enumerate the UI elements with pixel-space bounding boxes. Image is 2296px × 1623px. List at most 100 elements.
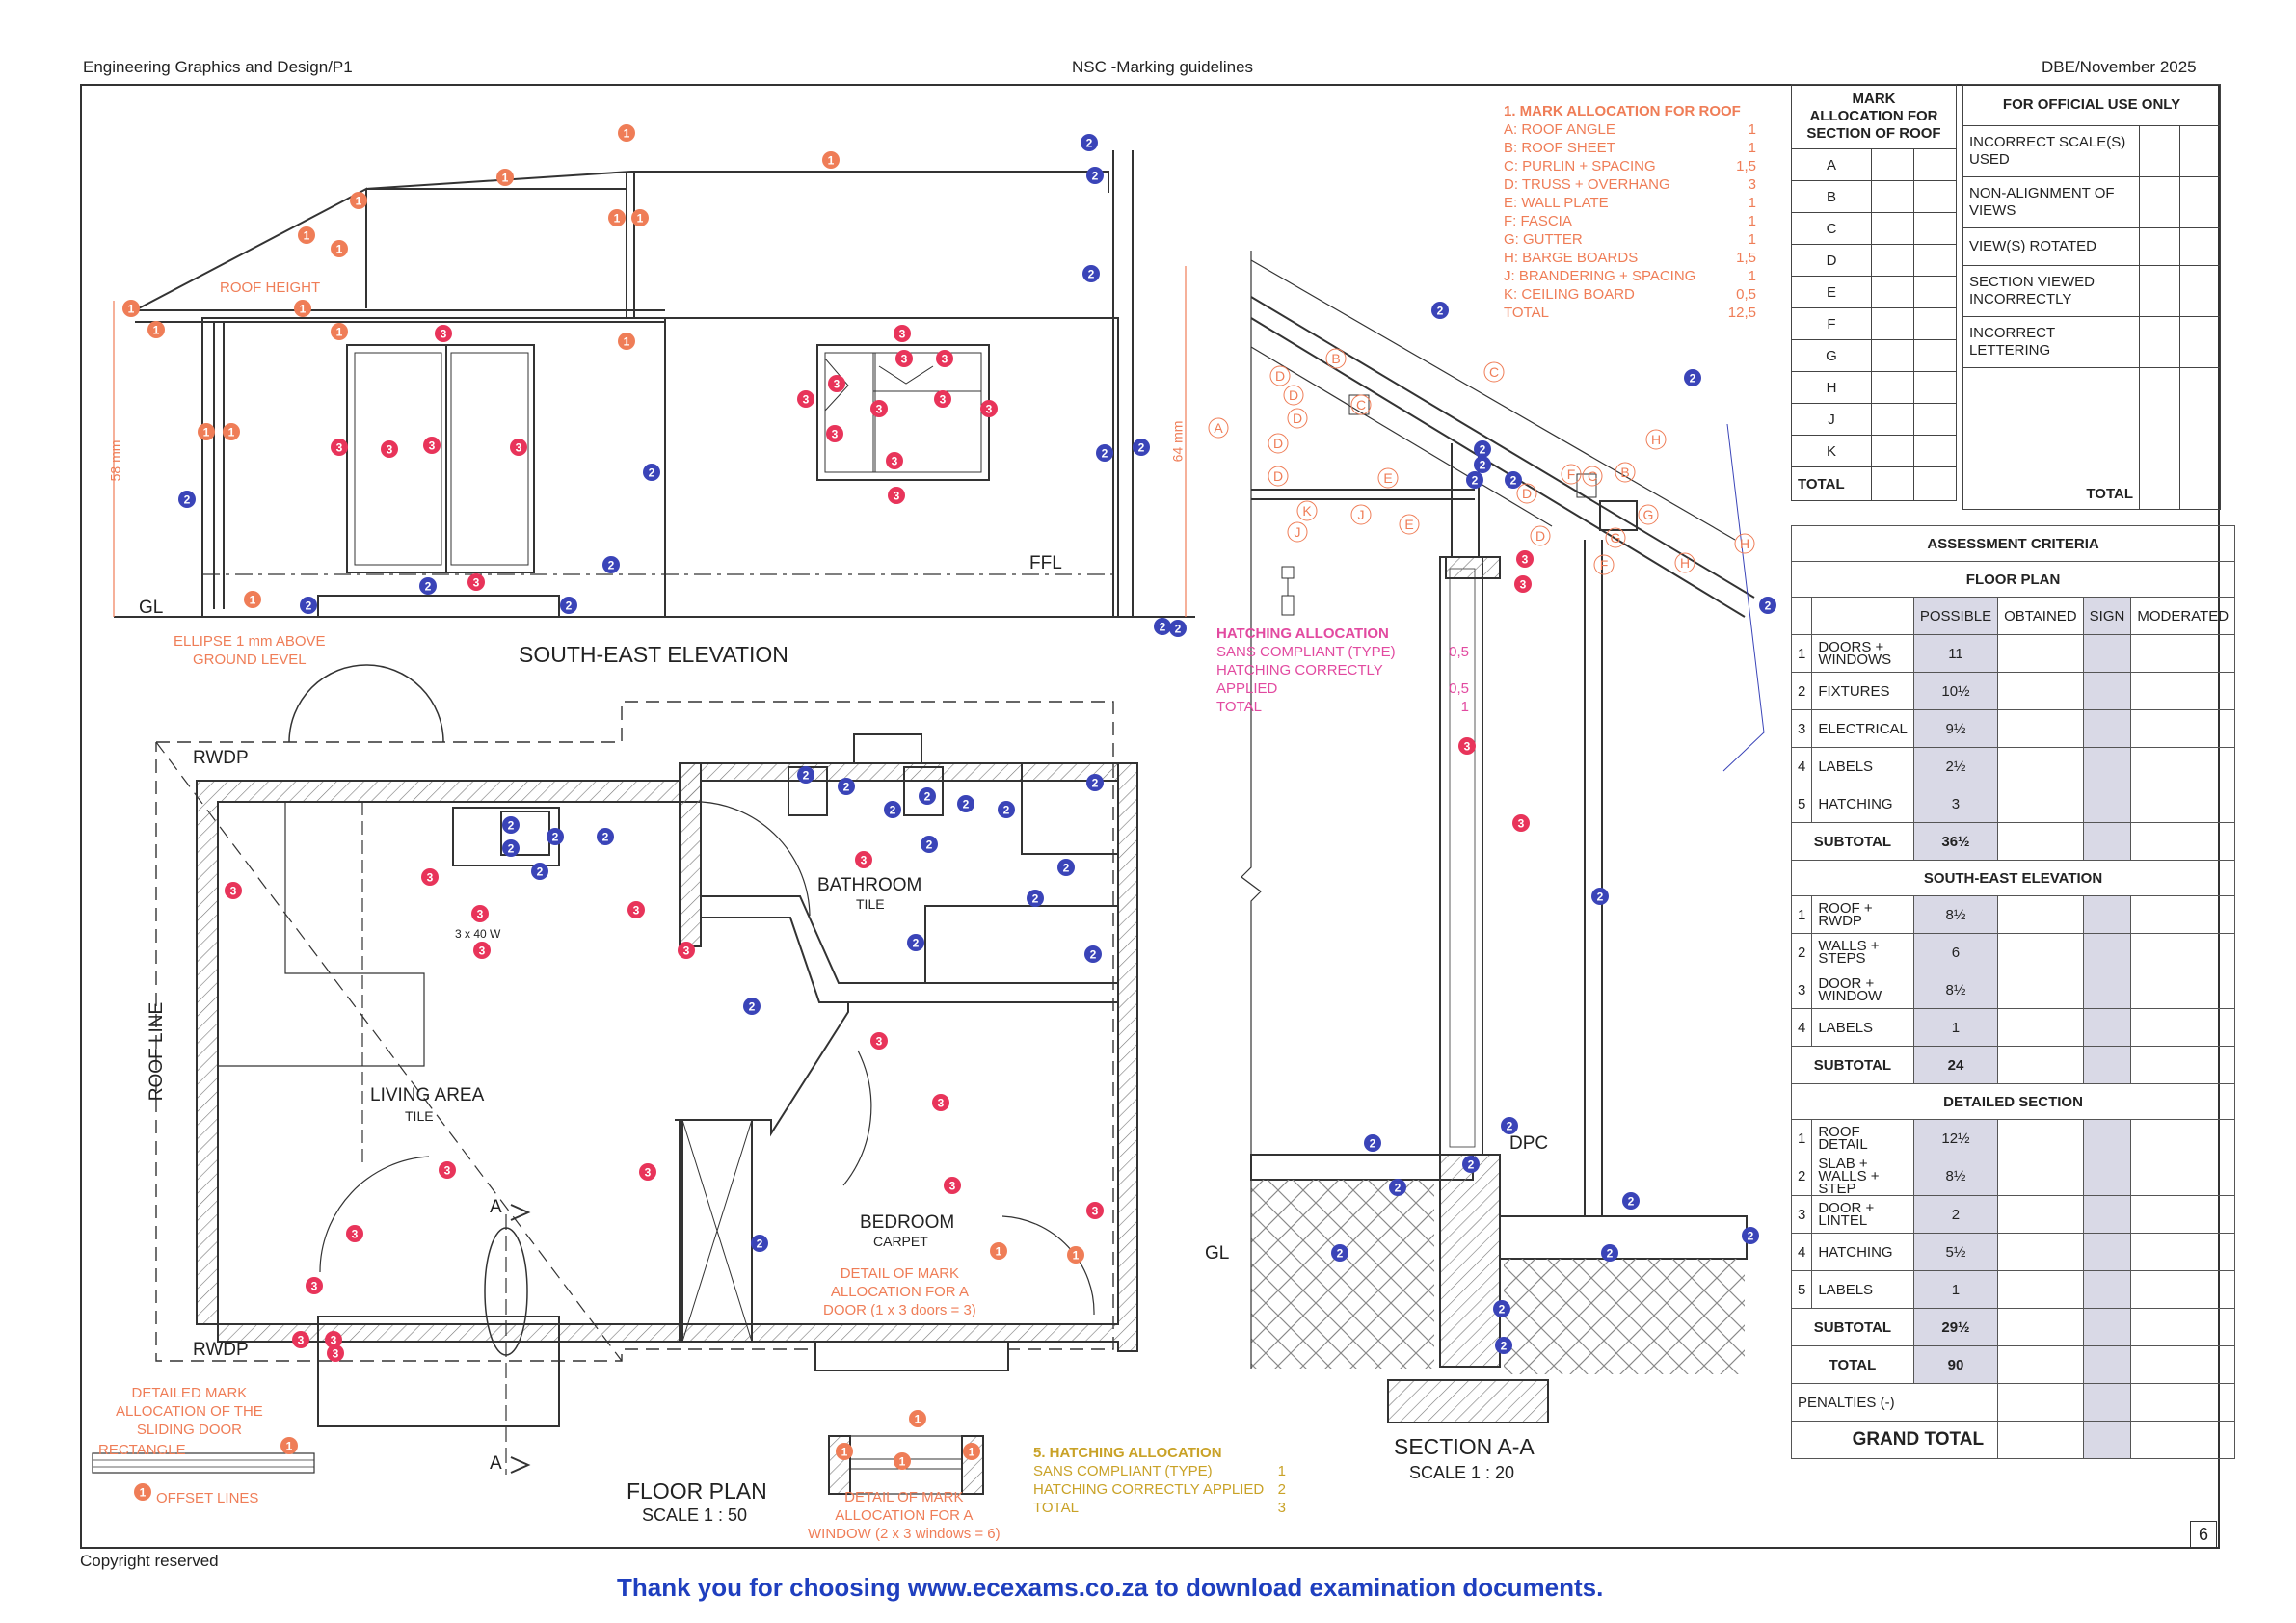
svg-text:H: H — [1680, 555, 1690, 571]
svg-text:2: 2 — [602, 831, 609, 844]
section-letter: E — [1399, 514, 1420, 535]
official-cell — [2139, 265, 2180, 317]
mark-circle: 2 — [1133, 439, 1150, 456]
criteria-possible: 2½ — [1912, 747, 1999, 785]
criteria-moderated — [2130, 895, 2236, 934]
mark-circle: 1 — [822, 151, 840, 169]
assessment-section-row: SOUTH-EAST ELEVATION — [1790, 860, 2236, 896]
svg-text:3: 3 — [861, 854, 868, 867]
official-cell — [2139, 227, 2180, 266]
floor-plan-title: FLOOR PLAN — [627, 1478, 767, 1503]
svg-text:1: 1 — [502, 172, 509, 185]
svg-text:2: 2 — [1160, 621, 1166, 634]
svg-text:2: 2 — [1063, 862, 1070, 875]
criteria-obtained — [1997, 933, 2084, 971]
grand-total-cell — [1997, 1421, 2084, 1459]
mark-circle: 2 — [921, 836, 938, 853]
criteria-obtained — [1997, 1008, 2084, 1047]
mark-circle: 1 — [280, 1437, 298, 1454]
criteria-obtained — [1997, 1270, 2084, 1309]
svg-text:3: 3 — [441, 328, 447, 341]
mark-circle: 2 — [1096, 444, 1113, 462]
mark-circle: 3 — [639, 1163, 656, 1181]
section-letter: D — [1530, 525, 1551, 546]
legend-label: TOTAL — [1504, 305, 1549, 321]
elevation-drawing — [113, 150, 1195, 618]
svg-text:1: 1 — [356, 195, 362, 208]
svg-text:D: D — [1273, 468, 1283, 484]
svg-text:2: 2 — [1501, 1340, 1508, 1353]
svg-text:2: 2 — [924, 790, 931, 804]
svg-text:J: J — [1358, 507, 1365, 522]
section-gl-label: GL — [1205, 1243, 1230, 1264]
mark-circle: 2 — [1154, 618, 1171, 635]
svg-text:3: 3 — [473, 576, 480, 590]
legend-label: F: FASCIA — [1504, 213, 1572, 229]
svg-text:3: 3 — [938, 1097, 945, 1110]
rectangle-label: RECTANGLE — [98, 1442, 186, 1458]
legend-value: 2 — [1277, 1481, 1286, 1498]
mark-circle: 3 — [932, 1094, 949, 1111]
criteria-number: 3 — [1790, 971, 1813, 1009]
legend-label: D: TRUSS + OVERHANG — [1504, 176, 1670, 193]
mark-circle: 2 — [884, 801, 901, 818]
svg-text:2: 2 — [537, 865, 544, 879]
subtotal-label: SUBTOTAL — [1791, 822, 1914, 861]
assessment-section-name: SOUTH-EAST ELEVATION — [1790, 860, 2236, 896]
mark-circle: 3 — [980, 400, 998, 417]
svg-text:3: 3 — [479, 945, 486, 958]
living-floor-label: TILE — [405, 1108, 434, 1124]
roof-table-cell — [1871, 212, 1914, 245]
mark-circle: 2 — [1684, 369, 1701, 386]
mark-circle: 2 — [1081, 134, 1098, 151]
bathroom-label: BATHROOM — [817, 875, 922, 895]
mark-circle: 3 — [1516, 550, 1534, 568]
criteria-number: 5 — [1790, 1270, 1813, 1309]
legend-value: 1 — [1748, 231, 1756, 248]
svg-text:H: H — [1740, 536, 1749, 551]
assessment-col-header: MODERATED — [2130, 597, 2236, 635]
criteria-moderated — [2130, 1233, 2236, 1271]
offset-lines-label: OFFSET LINES — [156, 1490, 259, 1506]
svg-text:3: 3 — [834, 378, 841, 391]
official-label: VIEW(S) ROTATED — [1962, 227, 2140, 266]
mark-circle: 2 — [1082, 265, 1100, 282]
svg-text:1: 1 — [969, 1446, 975, 1459]
section-scale: SCALE 1 : 20 — [1409, 1463, 1515, 1482]
svg-text:1: 1 — [203, 426, 210, 439]
subtotal-label: SUBTOTAL — [1791, 1046, 1914, 1084]
criteria-possible: 5½ — [1912, 1233, 1999, 1271]
subtotal-cell — [2130, 1308, 2236, 1346]
cut-a-bottom: A — [490, 1453, 502, 1474]
roof-table-cell — [1871, 276, 1914, 308]
mark-circle: 3 — [439, 1161, 456, 1179]
svg-text:2: 2 — [1480, 443, 1486, 457]
copyright: Copyright reserved — [80, 1552, 219, 1570]
svg-text:2: 2 — [552, 831, 559, 844]
mark-circle: 2 — [1169, 620, 1187, 637]
svg-text:2: 2 — [1337, 1247, 1344, 1261]
roof-table-cell — [1912, 466, 1958, 501]
section-letter: G — [1605, 527, 1626, 548]
mark-circle: 3 — [435, 325, 452, 342]
assessment-section-name: FLOOR PLAN — [1790, 561, 2236, 598]
svg-text:1: 1 — [153, 324, 160, 337]
svg-text:3: 3 — [901, 353, 908, 366]
bedroom-floor-label: CARPET — [873, 1234, 928, 1249]
page-number: 6 — [2190, 1521, 2217, 1548]
criteria-moderated — [2130, 1195, 2236, 1234]
roof-table-row: B — [1791, 180, 1958, 213]
rwdp-bottom-label: RWDP — [193, 1340, 249, 1360]
legend-label: G: GUTTER — [1504, 231, 1583, 248]
mark-circle: 2 — [1027, 890, 1044, 907]
svg-text:2: 2 — [1086, 137, 1093, 150]
svg-text:2: 2 — [1690, 372, 1696, 386]
mark-circle: 3 — [826, 425, 843, 442]
mark-circle: 2 — [1591, 888, 1609, 905]
svg-text:3: 3 — [940, 393, 947, 407]
svg-text:B: B — [1331, 351, 1340, 366]
